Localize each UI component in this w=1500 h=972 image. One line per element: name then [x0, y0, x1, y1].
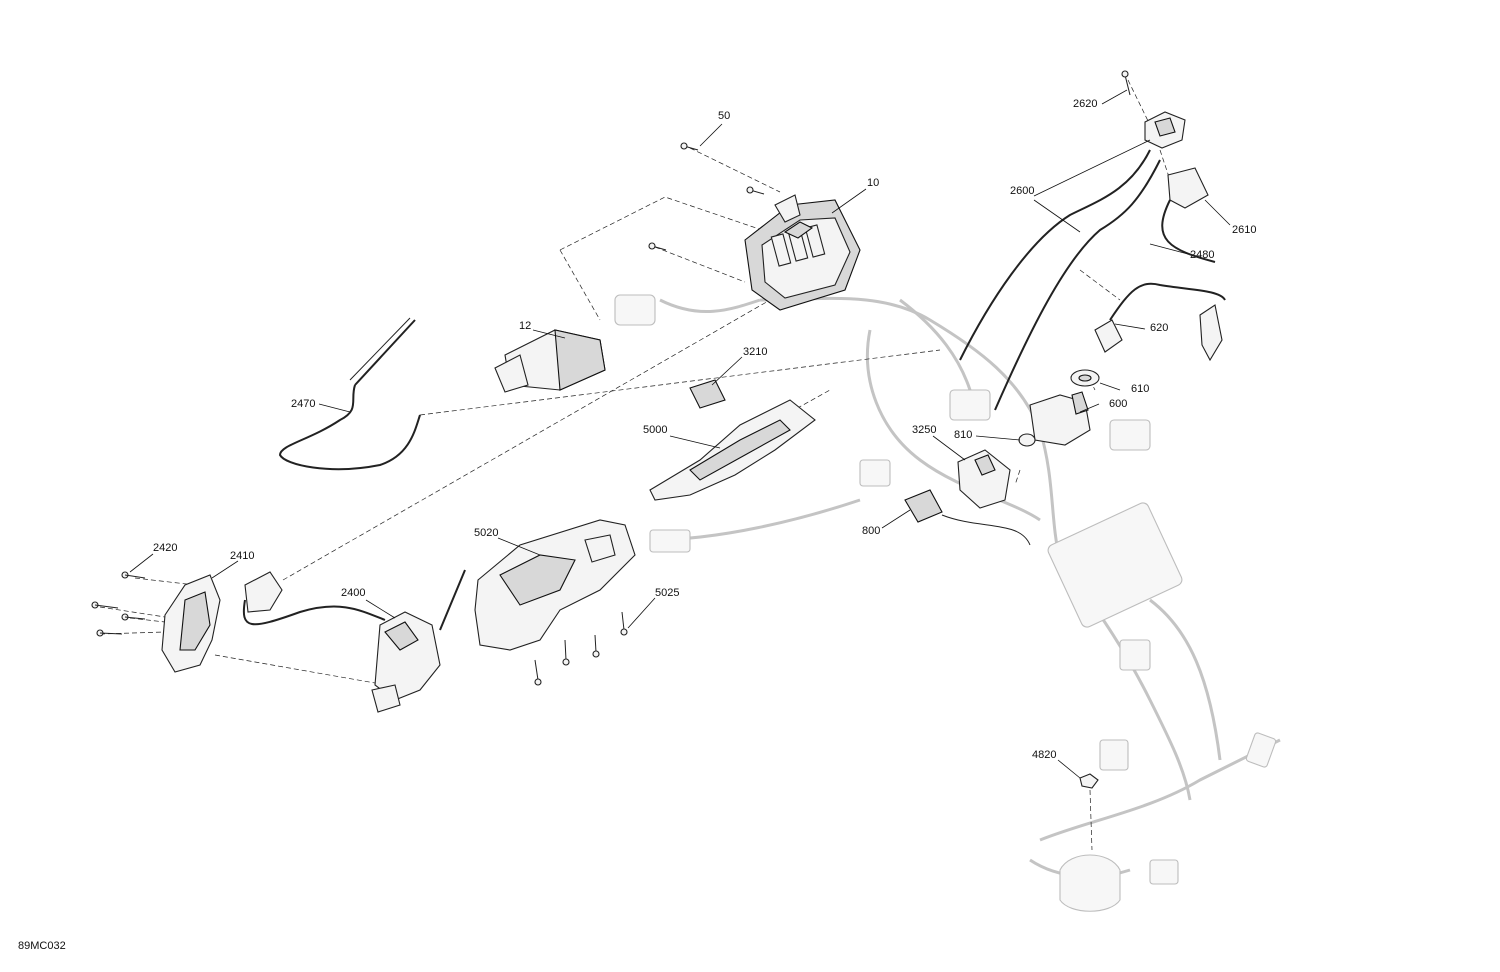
- callout-4820: 4820: [1032, 749, 1056, 761]
- callout-2470: 2470: [291, 398, 315, 410]
- callout-620: 620: [1150, 322, 1168, 334]
- callout-800: 800: [862, 525, 880, 537]
- connector-3210-part: [689, 379, 726, 409]
- harness-2470-part: [278, 317, 421, 471]
- callout-600: 600: [1109, 398, 1127, 410]
- callout-610: 610: [1131, 383, 1149, 395]
- connector-800-part: [904, 489, 1031, 546]
- callout-labels: 10 12 50 600 610 620 800 810 2400 2410 2…: [153, 98, 1256, 761]
- switch-3250-part: [957, 449, 1011, 509]
- switch-2400-part: [242, 569, 466, 713]
- switch-housing-2410-part: [161, 574, 221, 673]
- callout-2600: 2600: [1010, 185, 1034, 197]
- dess-post-600-part: [1029, 391, 1091, 446]
- callout-10: 10: [867, 177, 879, 189]
- diagram-reference-code: 89MC032: [18, 940, 66, 952]
- tether-620-part: [1094, 282, 1226, 362]
- callout-12: 12: [519, 320, 531, 332]
- callout-3210: 3210: [743, 346, 767, 358]
- callout-3250: 3250: [912, 424, 936, 436]
- cover-5020-part: [474, 519, 636, 651]
- screw-parts-50: [648, 142, 765, 251]
- callout-2400: 2400: [341, 587, 365, 599]
- ring-610-part: [1070, 369, 1100, 387]
- key-harness-2600-part: [959, 70, 1216, 411]
- callout-2610: 2610: [1232, 224, 1256, 236]
- screw-parts-5025: [534, 611, 628, 686]
- bracket-5000-part: [649, 399, 816, 501]
- callout-2480: 2480: [1190, 249, 1214, 261]
- nut-4820-part: [1079, 773, 1099, 789]
- connector-810-part: [1018, 433, 1036, 447]
- ghost-wiring-harness: [614, 294, 1281, 912]
- callout-2420: 2420: [153, 542, 177, 554]
- leader-lines: [129, 89, 1231, 779]
- callout-2620: 2620: [1073, 98, 1097, 110]
- instrument-cluster-part: [744, 194, 861, 311]
- callout-2410: 2410: [230, 550, 254, 562]
- callout-5020: 5020: [474, 527, 498, 539]
- callout-810: 810: [954, 429, 972, 441]
- cluster-connector-part: [494, 329, 606, 393]
- screw-parts-2420: [91, 571, 146, 637]
- callout-5000: 5000: [643, 424, 667, 436]
- callout-50: 50: [718, 110, 730, 122]
- callout-5025: 5025: [655, 587, 679, 599]
